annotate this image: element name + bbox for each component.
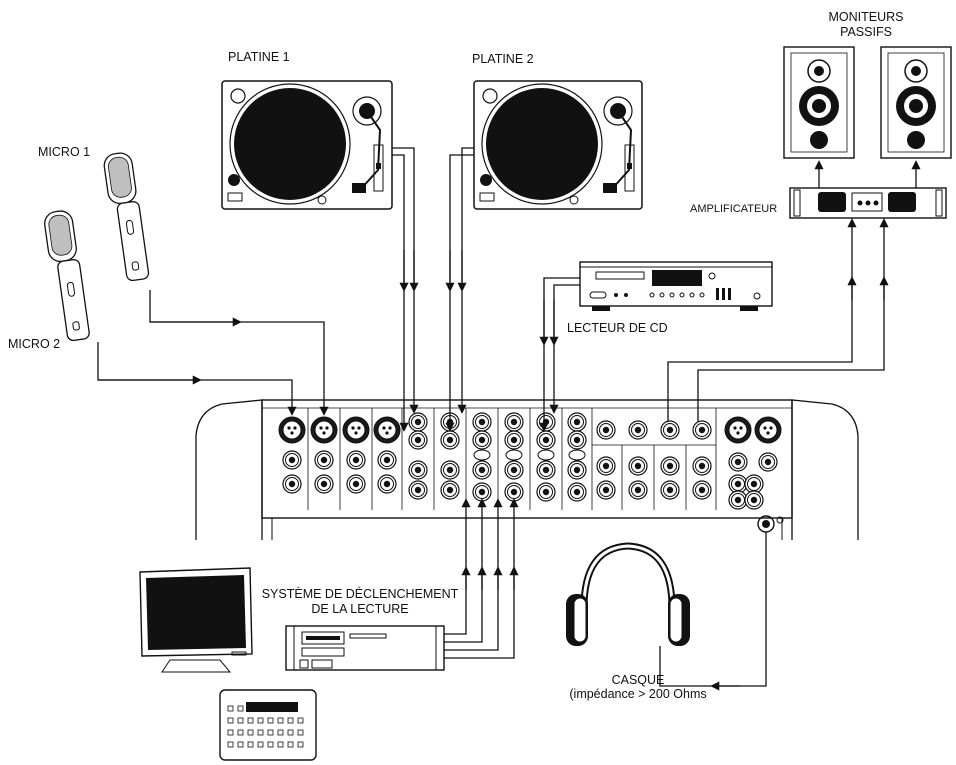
microphone-1 [103,152,150,282]
monitor-left [783,46,855,159]
monitor-right [880,46,952,159]
turntable-2-label: PLATINE 2 [472,52,534,66]
monitors-label-line1: MONITEURS [829,10,904,24]
turntable-1-label: PLATINE 1 [228,50,290,64]
headphones [566,542,690,646]
amplifier [789,187,947,219]
mixer [195,399,859,540]
playback-rack-unit [285,625,445,671]
microphone-1-label: MICRO 1 [38,145,90,159]
amplifier-label: AMPLIFICATEUR [690,203,777,215]
headphones-label-line2: (impédance > 200 Ohms [569,687,706,701]
playback-label-line1: SYSTÈME DE DÉCLENCHEMENT [262,586,459,601]
cables [97,147,921,691]
turntable-1 [221,80,393,210]
microphone-2-label: MICRO 2 [8,337,60,351]
microphone-2 [44,210,90,342]
headphones-label-line1: CASQUE [612,673,665,687]
cd-player-label: LECTEUR DE CD [567,321,668,335]
keypad-controller [219,689,317,761]
turntable-2 [473,80,643,210]
cd-player [579,261,773,311]
monitors-label-line2: PASSIFS [840,25,892,39]
playback-label-line2: DE LA LECTURE [311,602,408,616]
computer-monitor [139,567,253,673]
